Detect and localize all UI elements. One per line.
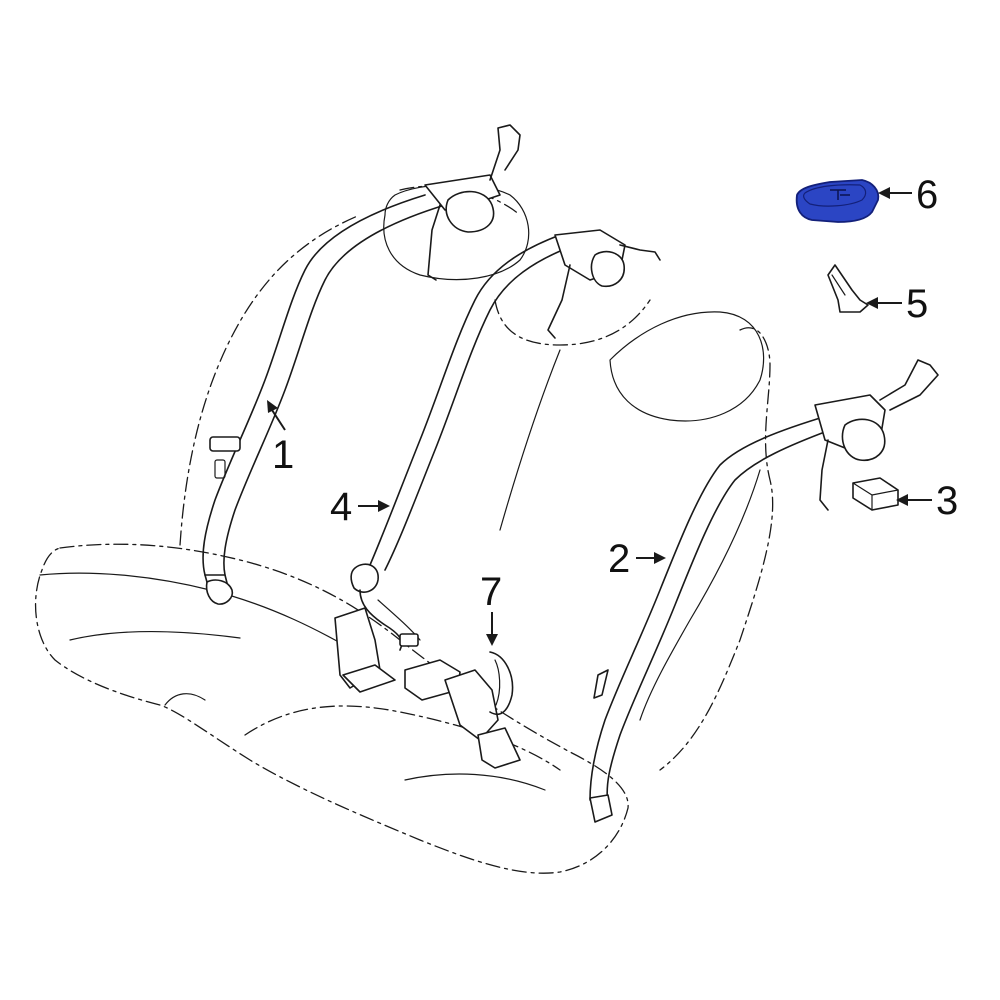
callout-label-2: 2 — [608, 537, 630, 581]
part-3-cover-block — [852, 477, 899, 511]
callout-5: 5 — [866, 282, 928, 326]
callout-label-3: 3 — [936, 479, 958, 523]
callout-label-4: 4 — [330, 485, 352, 529]
callout-label-1: 1 — [272, 433, 294, 477]
callout-7: 7 — [480, 570, 502, 646]
callout-1: 1 — [267, 400, 294, 477]
part-7-center-buckle — [404, 651, 521, 769]
part-6-highlighted-cover — [795, 179, 880, 223]
callout-3: 3 — [896, 479, 958, 523]
rear-seat-back-outline — [179, 183, 774, 771]
callout-label-7: 7 — [480, 570, 502, 614]
part-1-left-seat-belt — [202, 124, 521, 605]
rear-seat-cushion-outline — [34, 543, 629, 874]
part-5-bracket — [827, 264, 869, 313]
part-4-center-seat-belt — [334, 229, 661, 693]
callout-4: 4 — [330, 485, 390, 529]
callout-label-5: 5 — [906, 282, 928, 326]
callout-6: 6 — [878, 173, 938, 217]
callout-2: 2 — [608, 537, 666, 581]
part-2-right-seat-belt — [589, 359, 939, 823]
callout-label-6: 6 — [916, 173, 938, 217]
